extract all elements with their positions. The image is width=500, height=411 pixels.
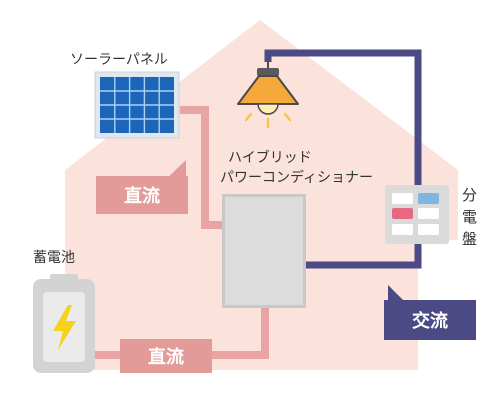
ac-wire-pcs — [306, 244, 422, 269]
dc-tag-upper: 直流 — [96, 160, 188, 214]
distribution-board-label-1: 分 — [462, 186, 477, 204]
dc-wire-solar — [180, 106, 222, 229]
solar-panel-icon — [94, 71, 180, 139]
dc-tag-lower: 直流 — [120, 339, 212, 373]
power-conditioner-icon — [222, 194, 306, 308]
solar-panel-label: ソーラーパネル — [70, 52, 168, 68]
distribution-board-label-3: 盤 — [462, 230, 477, 248]
dc-tag-lower-text: 直流 — [148, 346, 184, 368]
ac-wire-lamp — [264, 49, 422, 185]
ac-tag: 交流 — [384, 285, 476, 340]
hybrid-pcs-label-line2: パワーコンディショナー — [220, 169, 373, 186]
distribution-board-icon — [385, 185, 449, 244]
ac-tag-text: 交流 — [412, 310, 448, 332]
lightning-bolt-icon — [53, 305, 76, 350]
dc-tag-upper-text: 直流 — [124, 185, 160, 207]
ceiling-lamp-icon — [237, 62, 299, 129]
distribution-board-label-2: 電 — [462, 208, 477, 226]
battery-icon — [33, 274, 95, 373]
battery-label: 蓄電池 — [33, 250, 75, 266]
hybrid-pcs-label-line1: ハイブリッド — [228, 149, 312, 166]
